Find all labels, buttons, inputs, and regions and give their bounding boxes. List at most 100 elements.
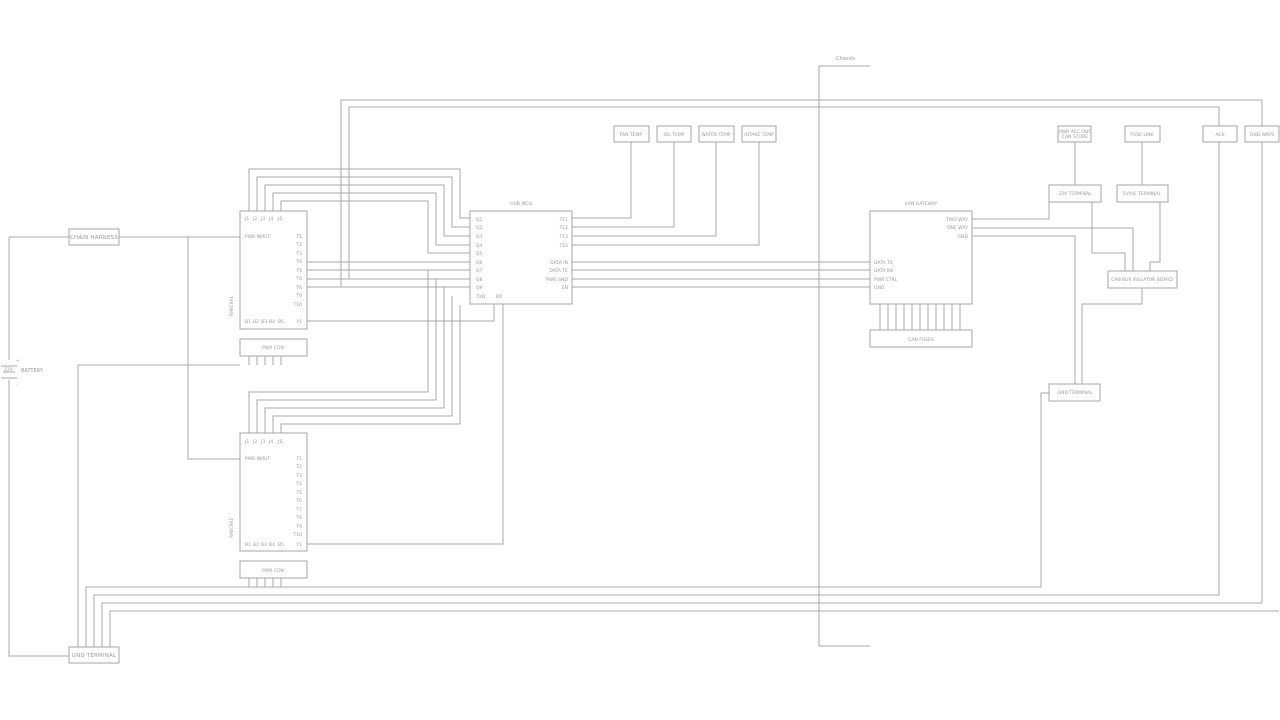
battery-minus: -: [16, 383, 18, 388]
wires: [8, 65, 1279, 657]
ecu-a-pin-top: J4: [268, 216, 273, 222]
ecu-b-pin-top: J4: [268, 439, 273, 445]
ecu-b-left-label: PWR INPUT: [245, 456, 270, 462]
ecu-a-pin-top: J1: [244, 216, 249, 222]
ecu-a-pin-right: T9: [295, 293, 302, 299]
ecu-a-pin-right: T4: [295, 259, 302, 265]
ecu-b-pin-bottom: B1: [245, 542, 251, 548]
terminal-12v-label: 12V TERMINAL: [1058, 191, 1092, 197]
gnd-terminal-left-label: GND TERMINAL: [72, 653, 117, 659]
gateway-title: CAN GATEWAY: [905, 201, 938, 207]
can-gateway: CAN GATEWAY TWO WAY ONE WAY GND DATA TX …: [869, 201, 973, 305]
sensor-label: INTAKE TEMP: [744, 132, 774, 138]
battery-plus: +: [16, 358, 20, 364]
gnd-terminal-right: GND TERMINAL: [1048, 383, 1101, 402]
ack-label: ACK: [1215, 132, 1225, 138]
ecu-a-pin-bottom: B5: [278, 319, 284, 325]
hub-pin-right: DATA TE: [549, 268, 568, 274]
ecu-a-pin-top: J2: [252, 216, 257, 222]
ecu-a-pin-bottom: B1: [245, 319, 251, 325]
hub-pin-bottom: RX: [496, 294, 502, 300]
hub-pin-right: T14: [559, 243, 569, 249]
hub-pin-left: Q8: [476, 277, 483, 283]
chain-harness-label: CHAIN HARNESS: [70, 235, 118, 241]
ecu-a-pin-top: J5: [277, 216, 282, 222]
ecu-b-pin-right: T6: [295, 498, 302, 504]
hub-pin-right: EN: [562, 285, 568, 291]
fuse-link-box: FUSE LINK: [1124, 125, 1161, 143]
terminal-12v: 12V TERMINAL: [1048, 184, 1102, 203]
gateway-pin-right: TWO WAY: [945, 217, 968, 223]
hub-pin-left: Q6: [476, 260, 483, 266]
ecu-a-pin-right: T10: [293, 302, 303, 308]
ecu-b-model: RM/CPA2: [229, 518, 235, 538]
fuse-link-label: FUSE LINK: [1130, 132, 1154, 138]
hub-pin-left: Q4: [476, 243, 483, 249]
battery-value: 12V: [4, 367, 14, 373]
ecu-a-pin-right: T5: [295, 268, 302, 274]
sensor-label: FAN TEMP: [620, 132, 643, 138]
hub-pin-left: TXD: [475, 294, 486, 300]
gnd-ways-box: GND WAYS: [1244, 125, 1280, 143]
hub-pin-right: PWR GND: [546, 277, 569, 283]
ecu-a-model: RM/CPA1: [229, 296, 235, 316]
ecu-b: J1 J2 J3 J4 J5 PWR INPUT T1 T2 T3 T4 T5 …: [229, 432, 308, 552]
gnd-terminal-left: GND TERMINAL: [68, 646, 120, 664]
can-fuses-label: CAN FUSES: [908, 337, 934, 343]
ecu-a-connector-label: PWR CON: [262, 345, 284, 351]
ecu-b-pin-right: Y1: [295, 542, 302, 548]
ecu-b-pin-bottom: B3: [261, 542, 267, 548]
ecu-b-pin-right: T1: [295, 456, 302, 462]
hub-pin-left: Q9: [476, 285, 483, 291]
hub-pin-left: Q1: [476, 217, 483, 223]
ecu-a-pin-right: T2: [295, 242, 302, 248]
ecu-b-pin-right: T7: [295, 507, 302, 513]
hub-pin-right: DATA IN: [550, 260, 568, 266]
ecu-b-pin-top: J1: [244, 439, 249, 445]
sensor-water: WATER TEMP: [698, 125, 735, 143]
hub-pin-left: Q5: [476, 251, 483, 257]
gnd-terminal-right-label: GND TERMINAL: [1058, 390, 1093, 396]
gateway-pin-left: DATA RX: [874, 268, 893, 274]
hub-mcu: HUB MCU Q1 Q2 Q3 Q4 Q5 Q6 Q7 Q8 Q9 TXD R…: [469, 201, 573, 305]
ecu-a-pin-right: T3: [295, 251, 302, 257]
ecu-b-pin-right: T8: [295, 515, 302, 521]
terminal-5v: 5V/HC TERMINAL: [1116, 184, 1169, 203]
chain-harness-box: CHAIN HARNESS: [68, 228, 120, 246]
sensor-intake: INTAKE TEMP: [741, 125, 777, 143]
ecu-a-connector: PWR CON: [239, 338, 308, 357]
ecu-b-pin-right: T10: [293, 532, 303, 538]
battery: 12V BATTERY + -: [1, 358, 44, 388]
hub-pin-right: T12: [559, 225, 569, 231]
ecu-a-pin-bottom: B3: [261, 319, 267, 325]
ecu-a-pin-right: T8: [295, 285, 302, 291]
gateway-pin-right: GND: [958, 234, 969, 240]
ecu-b-pin-right: T5: [295, 490, 302, 496]
ecu-b-pin-bottom: B4: [269, 542, 275, 548]
ecu-a-pin-right: T6: [295, 276, 302, 282]
hub-title: HUB MCU: [510, 201, 532, 207]
ecu-a-pin-bottom: B2: [253, 319, 259, 325]
ecu-a-pin-top: J3: [260, 216, 265, 222]
gateway-pin-left: DATA TX: [874, 260, 893, 266]
battery-label: BATTERY: [21, 368, 44, 374]
chassis-label: Chassis: [836, 56, 855, 62]
ecu-b-pin-right: T2: [295, 464, 302, 470]
sensor-label: WATER TEMP: [701, 132, 731, 138]
ecu-a-pin-right: Y1: [295, 319, 302, 325]
sensor-label: OIL TEMP: [664, 132, 685, 138]
hub-pin-right: T13: [559, 234, 569, 240]
hub-pin-left: Q3: [476, 234, 483, 240]
ecu-a-pin-bottom: B4: [269, 319, 275, 325]
ecu-b-pin-bottom: B2: [253, 542, 259, 548]
ecu-b-pin-top: J2: [252, 439, 257, 445]
ecu-a-left-label: PWR INPUT: [245, 234, 270, 240]
ecu-b-connector: PWR CON: [239, 560, 308, 579]
bus-isolator-label: CAN BUS ISOLATOR BOARD: [1111, 277, 1173, 283]
gateway-pin-left: PWR CTRL: [874, 277, 898, 283]
ecu-b-pin-right: T9: [295, 524, 302, 530]
gateway-pin-left: GND: [874, 285, 885, 291]
